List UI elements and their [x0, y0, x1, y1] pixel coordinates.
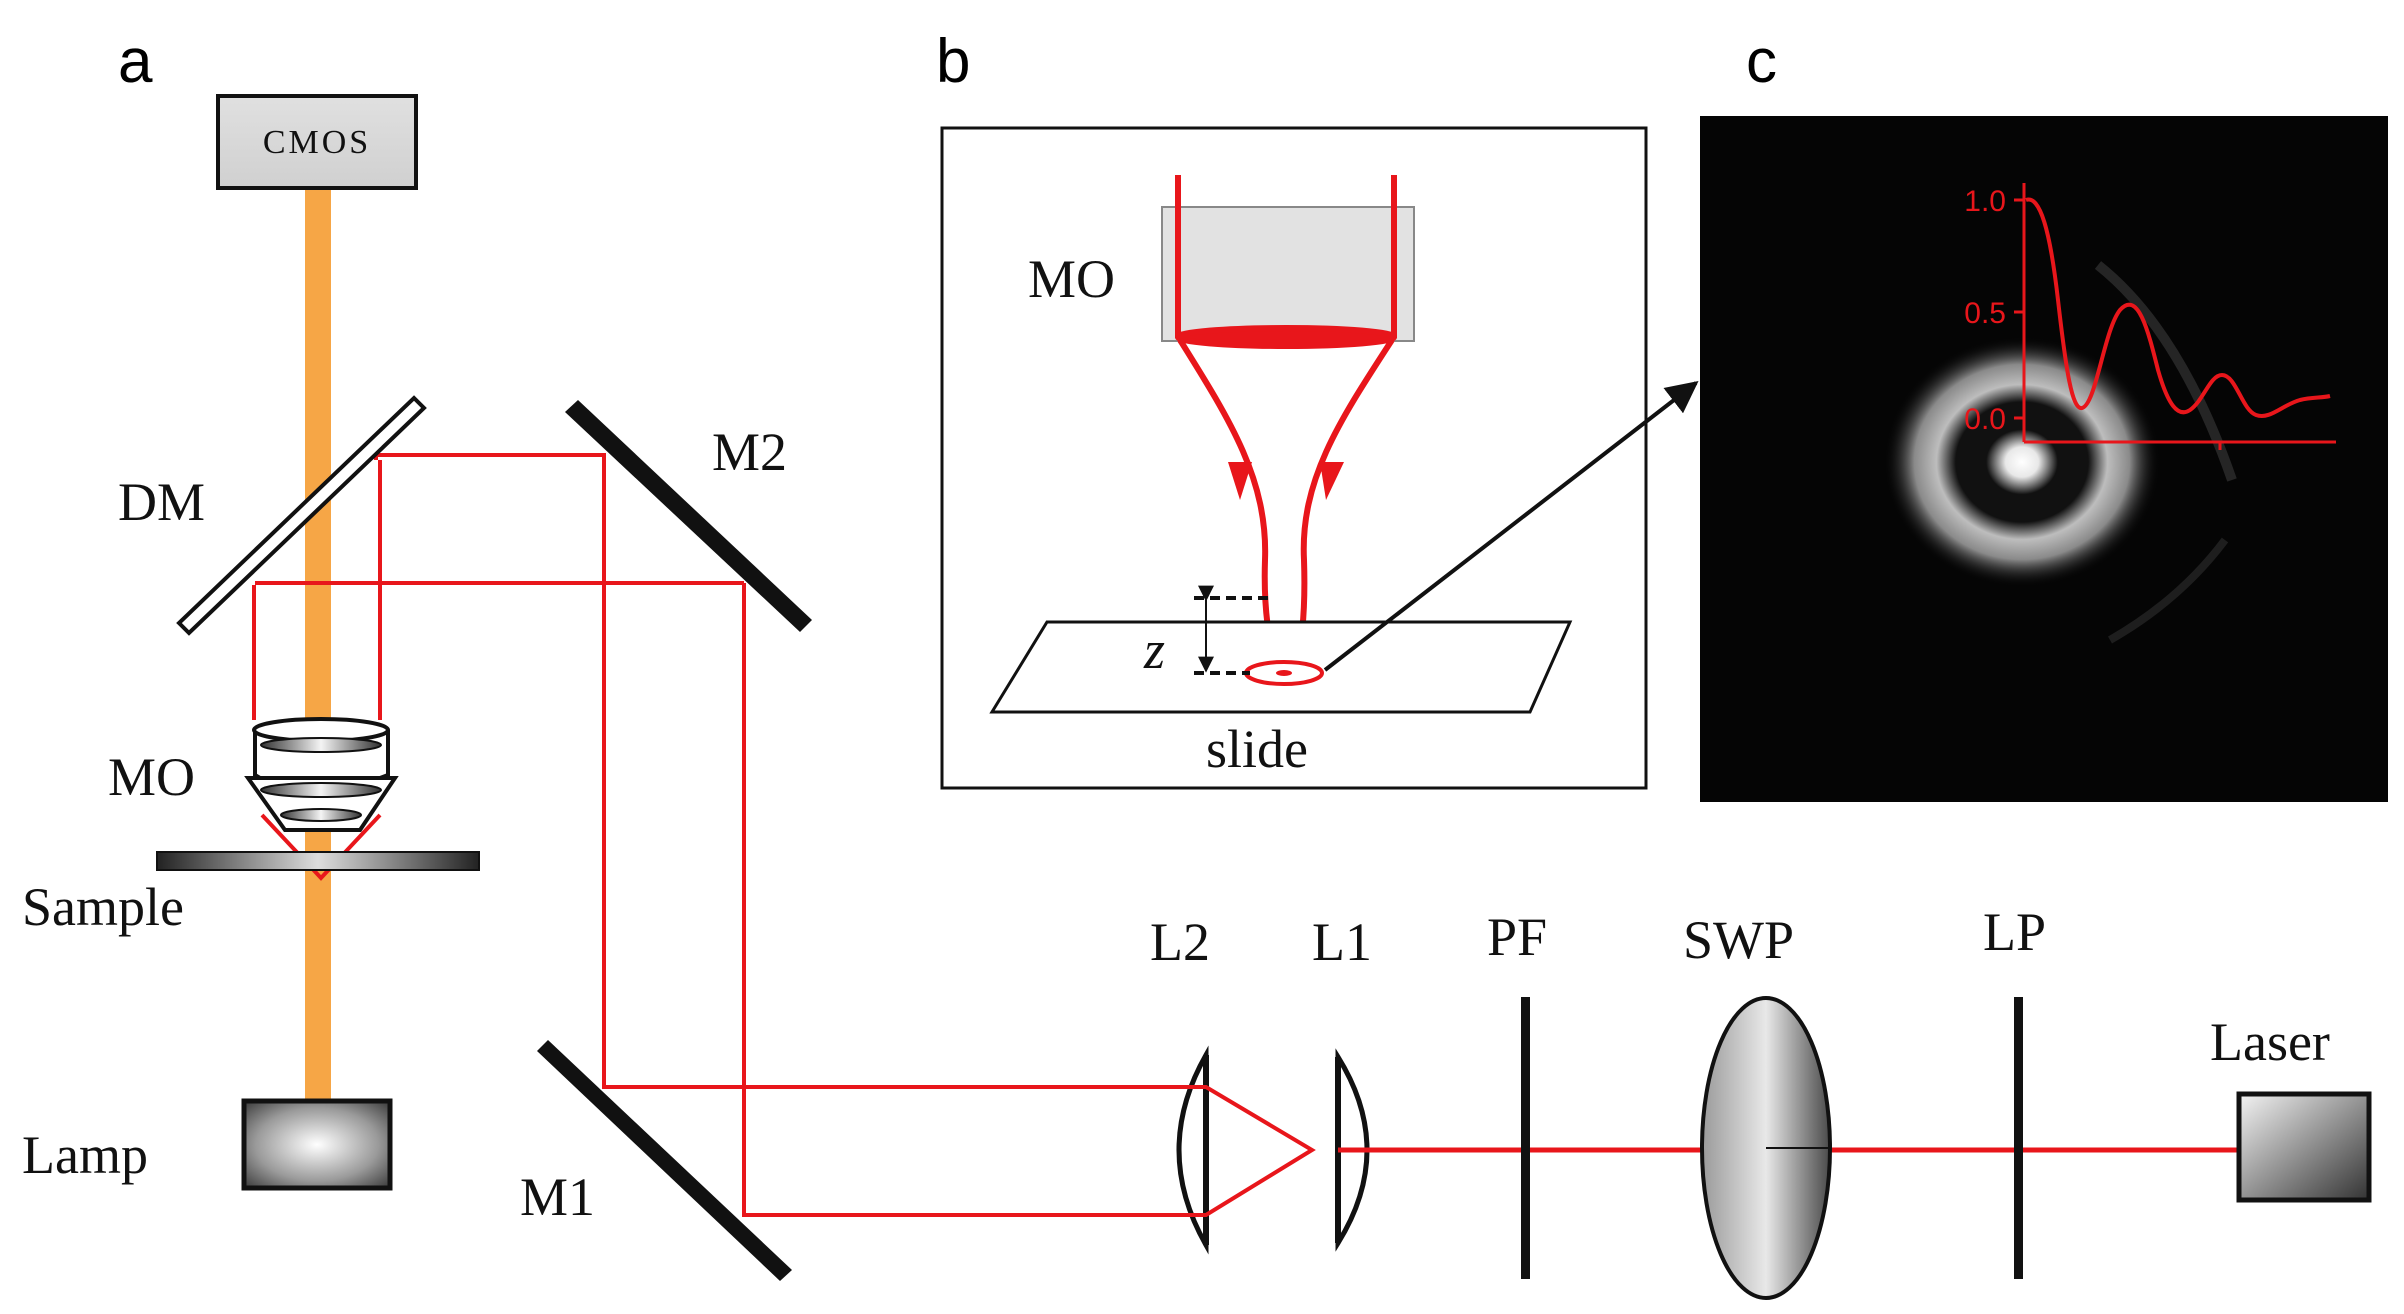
panel-label-b: b: [936, 27, 970, 96]
dichroic-mirror: [176, 395, 427, 636]
l2-label: L2: [1150, 912, 1210, 972]
swp-label: SWP: [1683, 910, 1794, 970]
dm-label: DM: [118, 472, 205, 532]
m1-label: M1: [520, 1167, 595, 1227]
ytick-1-0: 1.0: [1964, 185, 2006, 218]
radial-profile-plot: 1.0 0.5 0.0: [1964, 183, 2336, 450]
mo-label-b: MO: [1028, 249, 1115, 309]
z-offset-marker: [1194, 585, 1270, 675]
beam-expander-path: [1170, 1085, 1316, 1217]
pinhole-filter: [1521, 997, 1530, 1279]
lp-label: LP: [1983, 902, 2046, 962]
donut-beam-image: [1884, 337, 2160, 587]
pf-label: PF: [1487, 907, 1547, 967]
m2-label: M2: [712, 422, 787, 482]
mirror-m2: [565, 400, 812, 632]
laser-source: [2236, 1091, 2372, 1203]
sample-label: Sample: [22, 877, 184, 937]
z-label: z: [1143, 620, 1165, 680]
profile-curve: [2025, 197, 2331, 418]
inset-objective: [1161, 206, 1415, 342]
lamp-beam: [305, 180, 331, 1100]
sample-stage: [156, 851, 480, 871]
beam-arrow-left: [1228, 462, 1252, 500]
mo-label-a: MO: [108, 747, 195, 807]
mirror-m1: [537, 1040, 792, 1281]
beam-paths-a: [252, 453, 1170, 1217]
panel-label-a: a: [118, 27, 153, 96]
microscope-objective: [244, 717, 399, 881]
beam-arrow-right: [1320, 462, 1344, 500]
laser-label: Laser: [2210, 1012, 2330, 1072]
cmos-camera: [216, 94, 418, 190]
faint-outer-ring-lower: [2108, 537, 2229, 644]
cmos-label: CMOS: [263, 124, 371, 161]
pointer-arrow: [1323, 381, 1699, 672]
l1-label: L1: [1312, 912, 1372, 972]
lamp: [241, 1098, 393, 1191]
lamp-label: Lamp: [22, 1125, 148, 1185]
ytick-0-5: 0.5: [1964, 297, 2006, 330]
slide-label: slide: [1206, 719, 1308, 779]
ytick-0-0: 0.0: [1964, 403, 2006, 436]
panel-label-c: c: [1746, 27, 1777, 96]
focal-center: [1276, 670, 1292, 676]
linear-polarizer: [2014, 997, 2023, 1279]
